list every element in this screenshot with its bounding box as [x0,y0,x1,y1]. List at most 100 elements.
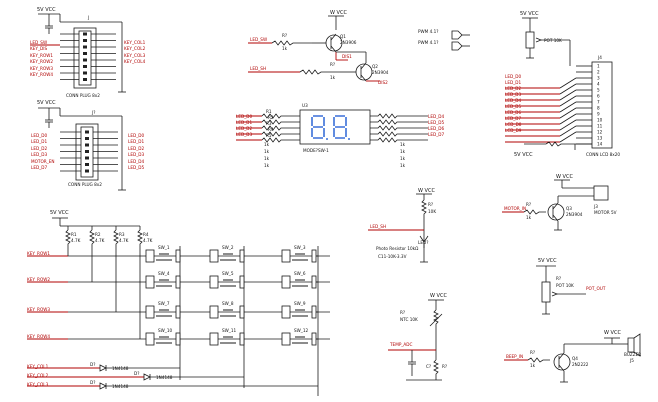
vcc-label-2: 5V VCC [37,100,56,106]
pwm-label-1: PWM 4.1? [418,29,439,34]
key-frame-9 [145,332,155,346]
j2-pin-pad-0 [85,130,89,134]
lcd-link-7 [559,107,577,119]
lcd-link-9 [559,119,577,131]
photo-resistor-block: W VCC R? 10K LED_SH LED? Photo Resistor … [368,188,436,263]
j2-rnet-4: LED_D4 [128,159,145,164]
disp-res-right-0 [370,113,428,119]
dis-label-1: DIS1 [342,54,352,59]
disp-res-left-2 [261,125,300,131]
disp-res-right-1 [370,119,428,125]
disp-res-ref-l-3: R4 [268,127,274,132]
pullup-val-2: 4.7K [119,238,129,243]
lcd-link-11 [559,131,577,143]
q3-model: 2N3904 [566,212,583,217]
j1-net-4: KEY_ROW3 [30,66,53,71]
connector-j1: 5V VCC J CONN PLUG 8x2 LED_SW KEY_DIS KE… [30,7,146,98]
disp-lnet-2: LED_D2 [236,126,253,131]
pot2-model: POT 10K [556,283,574,288]
q3-ref: Q3 [566,206,572,211]
lcd-link-5 [559,95,577,107]
j2-ref: J? [91,110,95,115]
buzzer-label: BUZZER [624,352,641,357]
key-label-8: SW_9 [294,301,306,306]
diode-ref-1: D? [134,371,139,376]
photo-model: C11-10K-3.3V [378,254,407,259]
key-pad-2 [311,249,317,263]
j2-rnet-3: LED_D3 [128,152,145,157]
pullup-res-1 [89,229,95,250]
j1-rnet-2: KEY_COL3 [124,53,146,58]
disp-res-left-4 [261,137,300,143]
disp-res-ref-l-0: R1 [266,109,272,114]
diode-model-2: 1N4148 [112,384,129,389]
diode-ref-0: D? [90,362,95,367]
key-frame-1 [209,249,219,263]
key-pad-6 [175,305,181,319]
key-label-7: SW_8 [222,301,234,306]
lcd-ref: J4 [597,55,602,60]
j1-pin-pad-5 [83,65,87,68]
lcd-net-7: LED_D7 [505,116,522,121]
lcd-net-6: LED_D6 [505,110,522,115]
lcd-pin-num-1: 2 [597,70,600,75]
ntc-label: NTC 10K [400,317,418,322]
q1-res: R? [282,33,287,38]
lcd-net-0: LED_D0 [505,74,522,79]
j2-rnet-1: LED_D1 [128,139,145,144]
j1-pin-pad-2 [83,45,87,49]
disp-val-l-2: 1k [264,156,270,161]
pullup-res-2 [113,229,119,250]
lcd-model: CONN LCD 8x20 [586,152,620,157]
pullup-val-0: 4.7K [71,238,81,243]
diode-symbol-1 [143,373,151,381]
vcc-label-6: 5V VCC [50,210,69,216]
j1-pin-pad-0 [83,32,87,36]
photo-res-val: 10K [428,209,436,214]
photo-ref: LED? [418,240,428,245]
q2-net: LED_SH [250,66,266,71]
lcd-net-2: LED_D2 [505,86,522,91]
disp-val-r-3: 1k [400,163,406,168]
q4-res: R? [530,350,535,355]
pot2-ref: R? [556,276,561,281]
pot2-block: 5V VCC R? POT 10K POT_OUT [536,258,606,315]
lcd-link-6 [559,101,577,113]
key-frame-0 [145,249,155,263]
q4-model: 2N2222 [572,362,589,367]
ntc-ref: R? [400,310,405,315]
disp-val-r-1: 1k [400,149,406,154]
j1-pin-pad-6 [83,71,87,75]
key-pad-3 [175,275,181,289]
j2-pin-pad-5 [85,163,89,166]
col-net-1: KEY_COL2 [27,373,49,378]
lcd-pin-num-0: 1 [597,64,600,69]
key-frame-6 [145,305,155,319]
key-label-3: SW_4 [158,271,170,276]
vcc-label-3: 5V VCC [520,11,539,17]
lcd-pin-num-10: 11 [597,124,603,129]
lcd-pin-num-4: 5 [597,88,600,93]
key-frame-8 [281,305,291,319]
lcd-pin-num-7: 8 [597,106,600,111]
disp-val-l-0: 1k [264,142,270,147]
j2-net-4: MOTOR_EN [31,159,55,164]
ntc-net: TEMP_ADC [389,342,413,347]
j2-net-3: LED_D3 [31,152,48,157]
lcd-pin-num-2: 3 [597,76,600,81]
buzzer-block: W VCC J5 BUZZER BEEP_IN R? 1k Q4 2N2222 [504,330,641,383]
pullup-ref-2: R3 [119,232,125,237]
vcc-label-1: 5V VCC [37,7,56,13]
j1-name: CONN PLUG 8x2 [66,93,100,98]
disp-val-r-2: 1k [400,156,406,161]
q1-model: 2N3906 [340,40,357,45]
key-label-9: SW_10 [158,328,173,333]
lcd-pin-num-6: 7 [597,100,600,105]
disp-lnet-1: LED_D1 [236,120,253,125]
pwm-block: PWM 4.1? PWM 4.1? [418,29,470,51]
vcc-label-4: 5V VCC [514,152,533,158]
lcd-pin-num-9: 10 [597,118,603,123]
